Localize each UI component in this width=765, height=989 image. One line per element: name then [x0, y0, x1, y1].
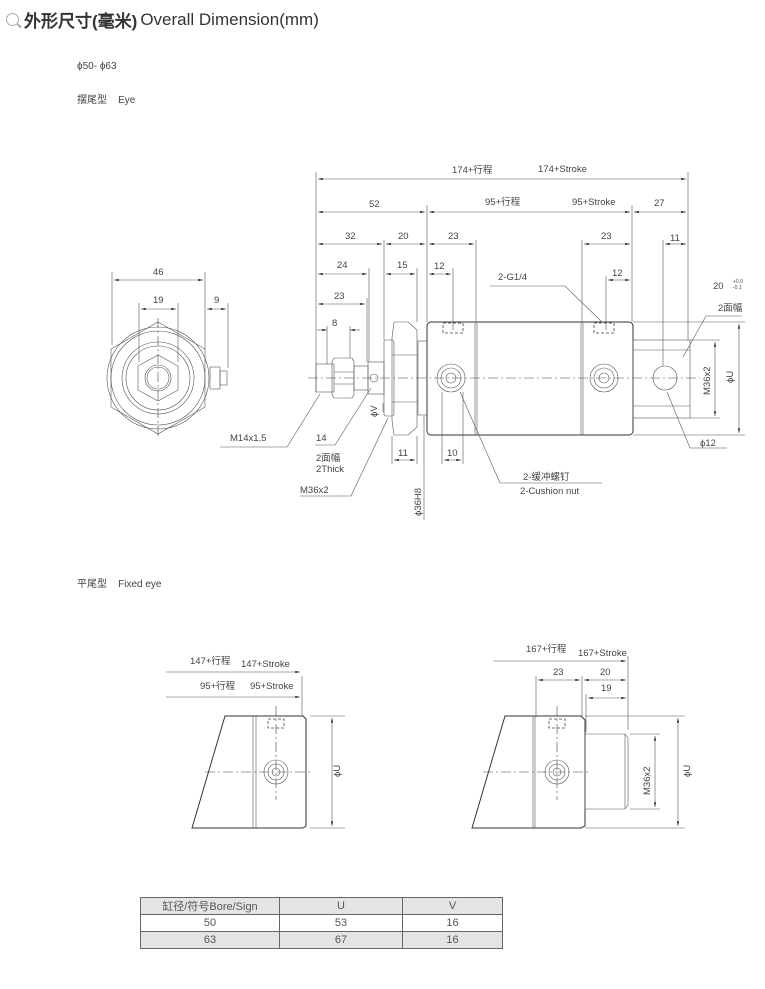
dimension-label: 174+行程	[452, 164, 493, 176]
dimension-label: ϕV	[369, 405, 380, 417]
dimension-label: 147+行程	[190, 655, 231, 667]
title-cn: 外形尺寸(毫米)	[24, 12, 138, 31]
dimension-label: -0.1	[733, 285, 742, 291]
dimension-label: 63	[140, 931, 280, 949]
dimension-label: 16	[402, 931, 503, 949]
dimension-label: 67	[279, 931, 403, 949]
dimension-label: 10	[447, 448, 458, 459]
dimension-label: M14x1.5	[230, 433, 266, 444]
dimension-label: 12	[434, 261, 445, 272]
table-row: 63 67 16	[140, 931, 503, 949]
dimension-label: 2面幅	[718, 302, 743, 314]
page-title: 外形尺寸(毫米) Overall Dimension(mm)	[6, 7, 319, 32]
dimension-label: ϕU	[332, 765, 343, 777]
dimension-label: ϕU	[682, 765, 693, 777]
dimension-label: +0.0	[733, 279, 743, 285]
dimension-label: M36x2	[642, 766, 653, 795]
dimension-label: 20	[713, 281, 724, 292]
dimension-label: 12	[612, 268, 623, 279]
dimension-label: 24	[337, 260, 348, 271]
dimension-label: 95+行程	[485, 196, 521, 208]
dimension-label: 2-Cushion nut	[520, 486, 580, 497]
fixed-eye-view-right: 167+行程 167+Stroke 23 20 19 M36x2 ϕU	[471, 643, 693, 829]
dimension-label: Fixed eye	[118, 579, 162, 590]
dimension-label: 95+Stroke	[572, 197, 616, 208]
dimension-label: 23	[448, 231, 459, 242]
search-icon	[6, 13, 19, 26]
dimension-label: 50	[140, 914, 280, 932]
dimension-label: 2面幅	[316, 452, 341, 464]
dimension-label: 11	[670, 233, 680, 244]
dimension-label: 2-G1/4	[498, 272, 527, 283]
dimension-label: 32	[345, 231, 356, 242]
end-view: 46 19 9	[106, 267, 229, 438]
dimension-label: 23	[601, 231, 612, 242]
dimension-label: 8	[332, 318, 337, 329]
dimension-label: 缸径/符号Bore/Sign	[140, 897, 280, 915]
dimension-label: 9	[214, 295, 219, 306]
dimension-label: 46	[153, 267, 164, 278]
dimension-label: 95+Stroke	[250, 681, 294, 692]
dimension-label: 167+行程	[526, 643, 567, 655]
dimension-label: ϕU	[725, 371, 736, 383]
dimension-label: 19	[601, 683, 612, 694]
dimension-label: 53	[279, 914, 403, 932]
dimension-label: ϕ12	[700, 438, 716, 449]
section-eye-label: 摆尾型 Eye	[77, 91, 135, 106]
dimension-label: 95+行程	[200, 680, 236, 692]
dimension-table: 缸径/符号Bore/Sign U V 50 53 16 63 67 16	[140, 897, 503, 949]
dimension-label: 174+Stroke	[538, 164, 587, 175]
dimension-label: Eye	[118, 95, 136, 106]
dimension-label: ϕ36H8	[413, 488, 424, 516]
dimension-label: 2-缓冲螺钉	[523, 471, 570, 483]
dimension-label: 20	[600, 667, 611, 678]
dimension-label: 平尾型	[77, 579, 107, 590]
dimension-label: 11	[398, 448, 408, 459]
dimension-label: 摆尾型	[77, 95, 107, 106]
eye-side-view: 174+行程 174+Stroke 52 95+行程 95+Stroke 27 …	[220, 164, 745, 520]
dimension-label: 15	[397, 260, 408, 271]
dimension-label: 20	[398, 231, 409, 242]
dimension-label: V	[402, 897, 503, 915]
dimension-label: 52	[369, 199, 380, 210]
dimension-label: 23	[553, 667, 564, 678]
dimension-label: M36x2	[702, 366, 713, 395]
dimension-label: 14	[316, 433, 327, 444]
dimension-label: 16	[402, 914, 503, 932]
dimension-label: M36x2	[300, 485, 329, 496]
dimension-label: 167+Stroke	[578, 648, 627, 659]
fixed-eye-view-left: 147+行程 147+Stroke 95+行程 95+Stroke ϕU	[166, 655, 345, 829]
dimension-label: U	[279, 897, 403, 915]
dimension-label: 19	[153, 295, 164, 306]
bore-range: ϕ50- ϕ63	[77, 61, 117, 72]
dimension-label: 147+Stroke	[241, 659, 290, 670]
table-header-row: 缸径/符号Bore/Sign U V	[140, 897, 503, 915]
dimension-label: 23	[334, 291, 345, 302]
section-fixed-eye-label: 平尾型 Fixed eye	[77, 575, 161, 590]
title-en: Overall Dimension(mm)	[140, 9, 319, 29]
table-row: 50 53 16	[140, 914, 503, 932]
dimension-label: 2Thick	[316, 464, 344, 475]
dimension-label: 27	[654, 198, 665, 209]
